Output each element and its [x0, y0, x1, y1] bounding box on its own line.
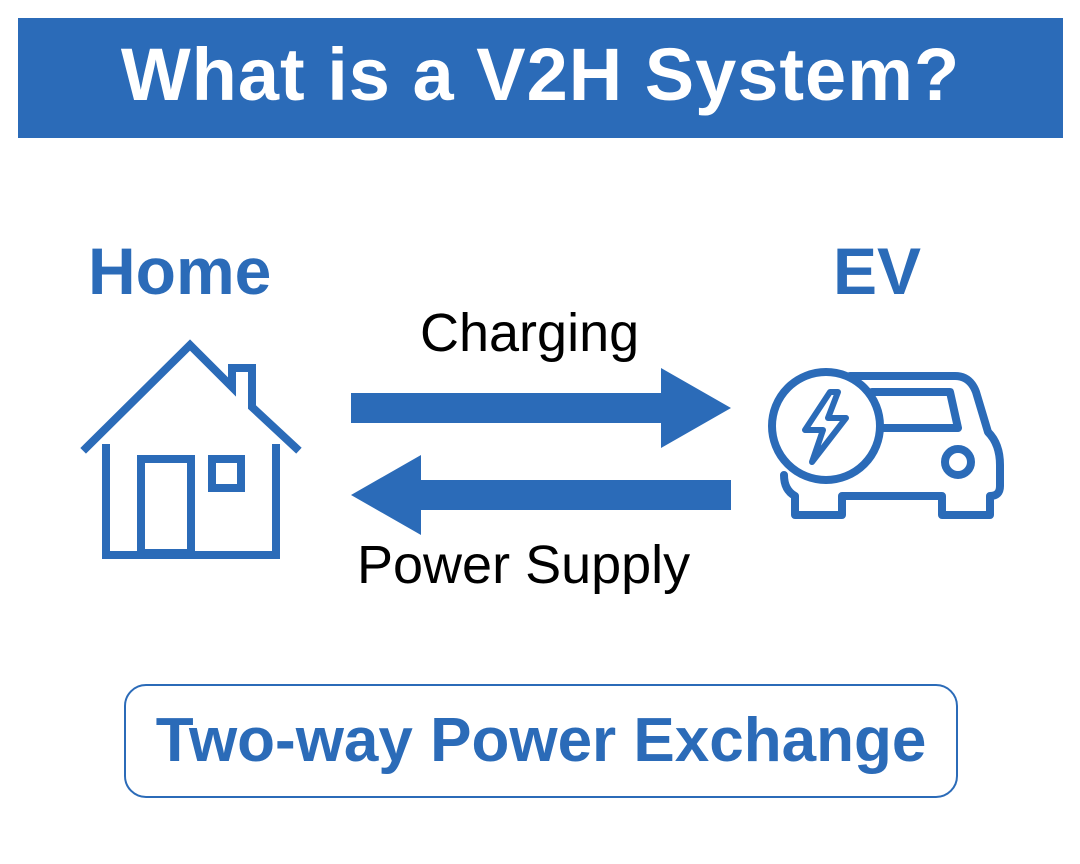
- charging-arrow: [351, 368, 731, 448]
- power-supply-arrow: [351, 455, 731, 535]
- charging-label: Charging: [420, 303, 640, 363]
- tagline-box: Two-way Power Exchange: [124, 684, 958, 798]
- page-title: What is a V2H System?: [120, 33, 961, 116]
- tagline-text: Two-way Power Exchange: [155, 706, 927, 775]
- title-banner: What is a V2H System?: [18, 18, 1063, 138]
- ev-label: EV: [833, 234, 922, 308]
- house-icon: [80, 339, 302, 559]
- electric-car-icon: [768, 368, 1004, 519]
- power-supply-label: Power Supply: [357, 535, 691, 595]
- home-label: Home: [88, 234, 272, 308]
